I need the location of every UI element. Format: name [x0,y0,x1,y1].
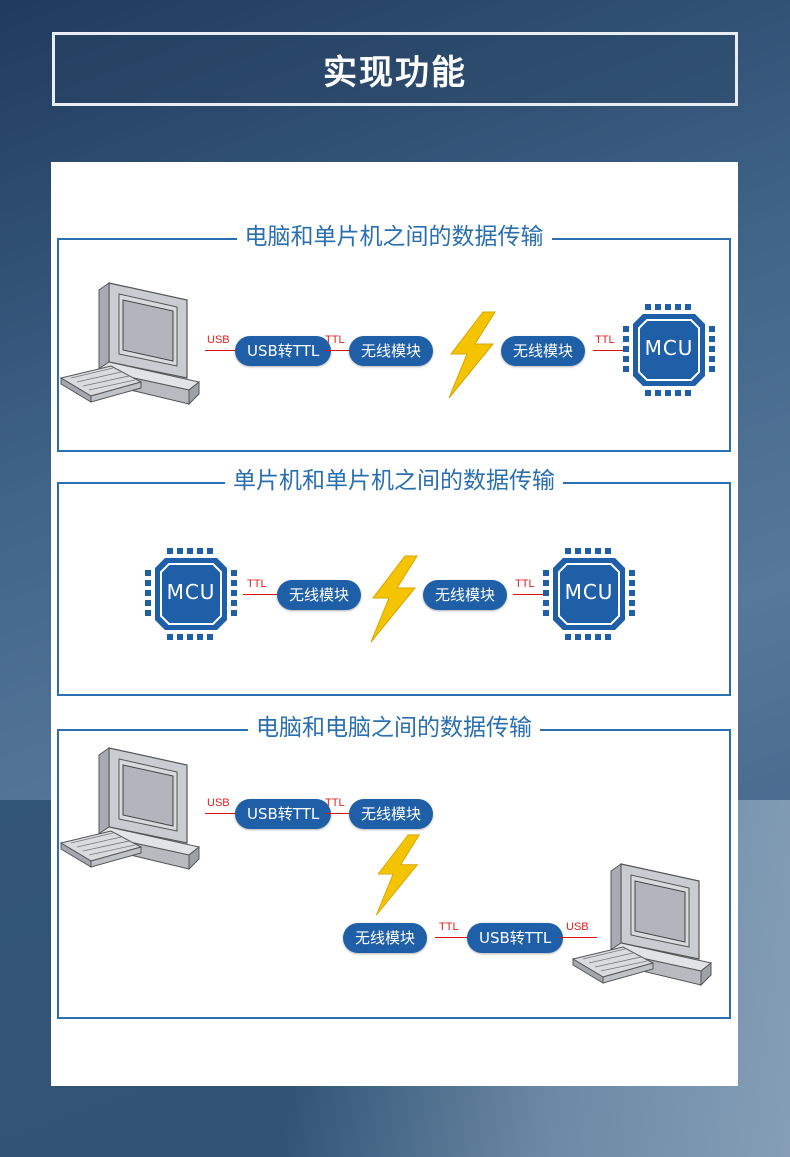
computer-icon [59,282,201,406]
diagram-panel: 电脑和单片机之间的数据传输 USB USB转TTL TTL 无线模块 [51,162,738,1086]
mcu-label: MCU [564,580,614,604]
usb-ttl-pill: USB转TTL [235,336,332,366]
lightning-icon [448,311,496,399]
page-title: 实现功能 [323,52,467,93]
wire [513,594,543,595]
port-label-ttl: TTL [515,578,535,590]
mcu-label: MCU [166,580,216,604]
lightning-icon [375,834,421,916]
section-pc-pc: 电脑和电脑之间的数据传输 USB USB转TTL TTL 无线模块 无线模 [57,715,731,1019]
section-title: 电脑和电脑之间的数据传输 [59,713,729,743]
port-label-ttl: TTL [595,334,615,346]
port-label-ttl: TTL [439,921,459,933]
wire [593,350,623,351]
wireless-module-pill: 无线模块 [501,336,586,366]
lightning-icon [370,555,418,643]
section-title: 电脑和单片机之间的数据传输 [59,222,729,252]
port-label-ttl: TTL [325,334,345,346]
header-box: 实现功能 [52,32,738,106]
wireless-module-pill: 无线模块 [349,336,434,366]
port-label-ttl: TTL [325,797,345,809]
usb-ttl-pill: USB转TTL [467,923,564,953]
section-mcu-mcu: 单片机和单片机之间的数据传输 MCU TTL 无线模块 无线模块 TTL [57,468,731,696]
mcu-chip-icon [543,548,635,640]
wire [205,813,237,814]
wireless-module-pill: 无线模块 [423,580,508,610]
computer-icon [59,747,201,871]
port-label-usb: USB [207,797,230,809]
wire [435,937,469,938]
wireless-module-pill: 无线模块 [277,580,362,610]
wire [205,350,237,351]
wire [559,937,597,938]
wire [243,594,279,595]
port-label-usb: USB [566,921,589,933]
section-title: 单片机和单片机之间的数据传输 [59,466,729,496]
usb-ttl-pill: USB转TTL [235,799,332,829]
wireless-module-pill: 无线模块 [343,923,428,953]
computer-icon [571,863,713,987]
mcu-chip-icon [145,548,237,640]
wire [325,813,351,814]
port-label-usb: USB [207,334,230,346]
wire [325,350,351,351]
mcu-chip-icon [623,304,715,396]
section-pc-mcu: 电脑和单片机之间的数据传输 USB USB转TTL TTL 无线模块 [57,224,731,452]
port-label-ttl: TTL [247,578,267,590]
mcu-label: MCU [644,336,694,360]
wireless-module-pill: 无线模块 [349,799,434,829]
